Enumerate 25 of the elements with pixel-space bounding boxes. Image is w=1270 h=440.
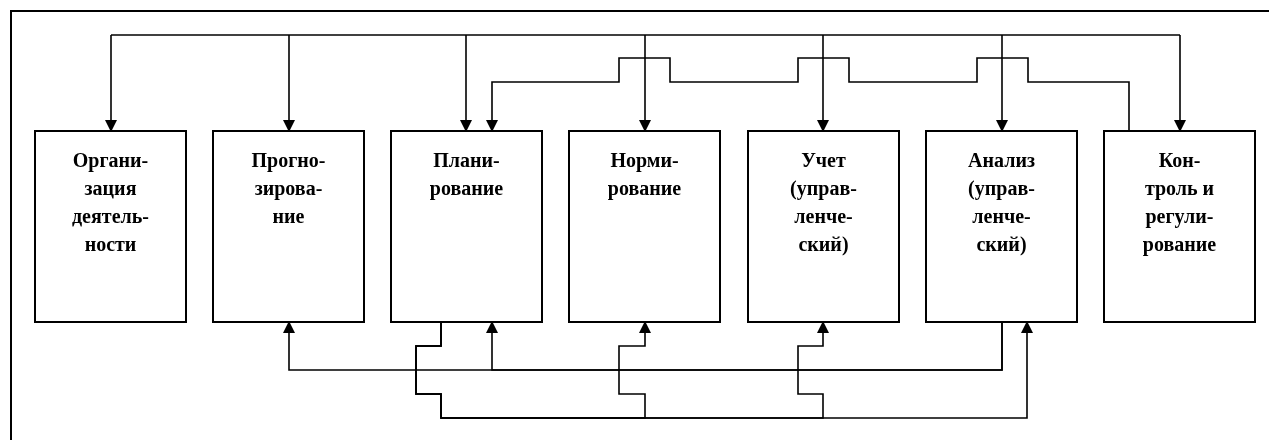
process-box bbox=[925, 130, 1078, 323]
box-label: Норми- рование bbox=[606, 148, 683, 202]
arrow bbox=[486, 321, 1003, 371]
process-box bbox=[747, 130, 900, 323]
box-label: Прогно- зирова- ние bbox=[250, 148, 327, 229]
process-box bbox=[34, 130, 187, 323]
box-label: Плани- рование bbox=[428, 148, 505, 202]
arrow bbox=[283, 34, 295, 132]
box-label: Учет (управ- ленче- ский) bbox=[789, 148, 858, 257]
box-label: Анализ (управ- ленче- ский) bbox=[967, 148, 1036, 257]
arrow bbox=[415, 321, 1033, 419]
arrow bbox=[1174, 34, 1186, 132]
process-box bbox=[212, 130, 365, 323]
box-label: Органи- зация деятель- ности bbox=[71, 148, 150, 257]
process-box bbox=[568, 130, 721, 323]
arrow bbox=[460, 34, 472, 132]
process-box bbox=[1103, 130, 1256, 323]
connector-line bbox=[110, 34, 1181, 36]
arrow bbox=[996, 34, 1008, 132]
arrow bbox=[817, 34, 829, 132]
arrow bbox=[105, 34, 117, 132]
process-box bbox=[390, 130, 543, 323]
arrow bbox=[486, 57, 1130, 132]
arrow bbox=[639, 34, 651, 132]
box-label: Кон- троль и регули- рование bbox=[1141, 148, 1218, 258]
